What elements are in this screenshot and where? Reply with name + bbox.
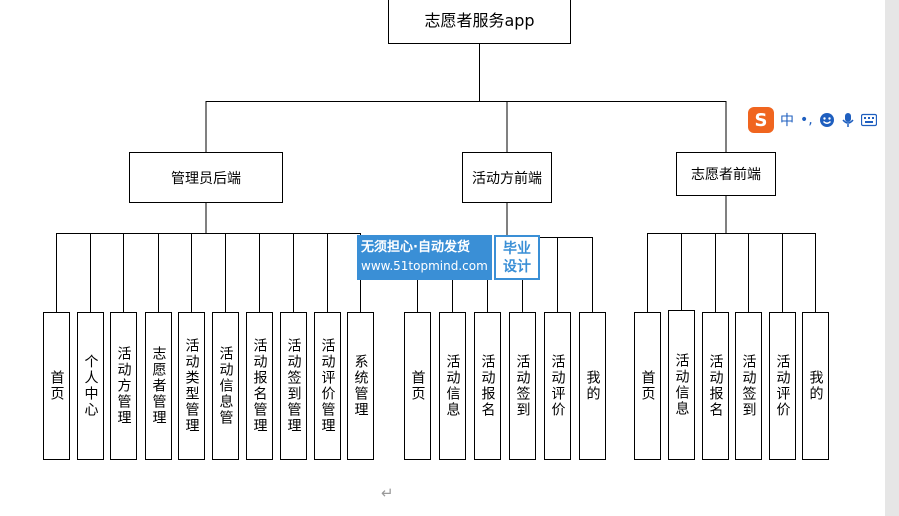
leaf-label: 首页	[48, 370, 65, 402]
leaf-node: 活动签到	[509, 312, 536, 460]
leaf-label: 活动方管理	[115, 346, 132, 426]
leaf-label: 志愿者管理	[150, 346, 167, 426]
leaf-label: 活动类型管理	[183, 338, 200, 434]
leaf-node: 活动评价管理	[314, 312, 341, 460]
smiley-icon[interactable]	[819, 112, 835, 128]
leaf-label: 系统管理	[352, 354, 369, 418]
leaf-label: 活动签到	[514, 354, 531, 418]
leaf-label: 活动评价	[774, 354, 791, 418]
leaf-node: 首页	[43, 312, 70, 460]
watermark-badge-bottom: 设计	[503, 258, 531, 275]
branch-label: 活动方前端	[472, 170, 542, 187]
leaf-label: 活动信息	[673, 353, 690, 417]
leaf-label: 活动报名	[707, 354, 724, 418]
leaf-label: 活动信息	[444, 354, 461, 418]
leaf-node: 系统管理	[347, 312, 374, 460]
leaf-node: 活动信息管	[212, 312, 239, 460]
leaf-label: 活动签到	[740, 354, 757, 418]
leaf-label: 首页	[409, 370, 426, 402]
branch-label: 管理员后端	[171, 170, 241, 187]
leaf-node: 活动评价	[769, 312, 796, 460]
leaf-node: 活动信息	[439, 312, 466, 460]
leaf-node: 个人中心	[77, 312, 104, 460]
ime-punctuation-toggle[interactable]: •,	[800, 112, 813, 128]
watermark-badge: 毕业 设计	[494, 235, 540, 280]
leaf-label: 我的	[807, 370, 824, 402]
leaf-node: 活动评价	[544, 312, 571, 460]
watermark-banner: 无须担心·自动发货 www.51topmind.com 毕业 设计	[357, 235, 540, 280]
leaf-node: 我的	[802, 312, 829, 460]
watermark-url: www.51topmind.com	[361, 259, 488, 273]
microphone-icon[interactable]	[841, 112, 855, 128]
leaf-node: 首页	[634, 312, 661, 460]
leaf-label: 活动报名	[479, 354, 496, 418]
leaf-node: 志愿者管理	[145, 312, 172, 460]
leaf-label: 活动签到管理	[285, 338, 302, 434]
leaf-label: 我的	[584, 370, 601, 402]
leaf-node: 活动信息	[668, 310, 695, 460]
branch-label: 志愿者前端	[691, 167, 761, 183]
leaf-label: 首页	[639, 370, 656, 402]
paragraph-mark: ↵	[381, 484, 394, 502]
leaf-node: 活动签到管理	[280, 312, 307, 460]
watermark-slogan: 无须担心·自动发货	[361, 240, 470, 255]
branch-volunteer-frontend: 志愿者前端	[676, 152, 776, 196]
leaf-label: 活动报名管理	[251, 338, 268, 434]
branch-admin-backend: 管理员后端	[129, 152, 283, 203]
keyboard-icon[interactable]	[860, 113, 877, 127]
ime-mode-toggle[interactable]: 中	[780, 113, 794, 129]
leaf-node: 活动方管理	[110, 312, 137, 460]
leaf-label: 活动评价管理	[319, 338, 336, 434]
leaf-node: 活动报名管理	[246, 312, 273, 460]
leaf-node: 首页	[404, 312, 431, 460]
leaf-label: 个人中心	[82, 354, 99, 418]
leaf-label: 活动评价	[549, 354, 566, 418]
leaf-node: 活动签到	[735, 312, 762, 460]
vertical-scrollbar[interactable]	[885, 0, 899, 516]
leaf-node: 活动报名	[474, 312, 501, 460]
ime-toolbar[interactable]: S 中 •,	[748, 106, 899, 134]
leaf-node: 我的	[579, 312, 606, 460]
leaf-node: 活动报名	[702, 312, 729, 460]
leaf-node: 活动类型管理	[178, 312, 205, 460]
leaf-label: 活动信息管	[217, 346, 234, 426]
root-label: 志愿者服务app	[424, 11, 535, 30]
root-node: 志愿者服务app	[388, 0, 571, 44]
watermark-badge-top: 毕业	[503, 240, 531, 257]
branch-organizer-frontend: 活动方前端	[462, 152, 552, 203]
sogou-logo-icon[interactable]: S	[748, 107, 774, 133]
